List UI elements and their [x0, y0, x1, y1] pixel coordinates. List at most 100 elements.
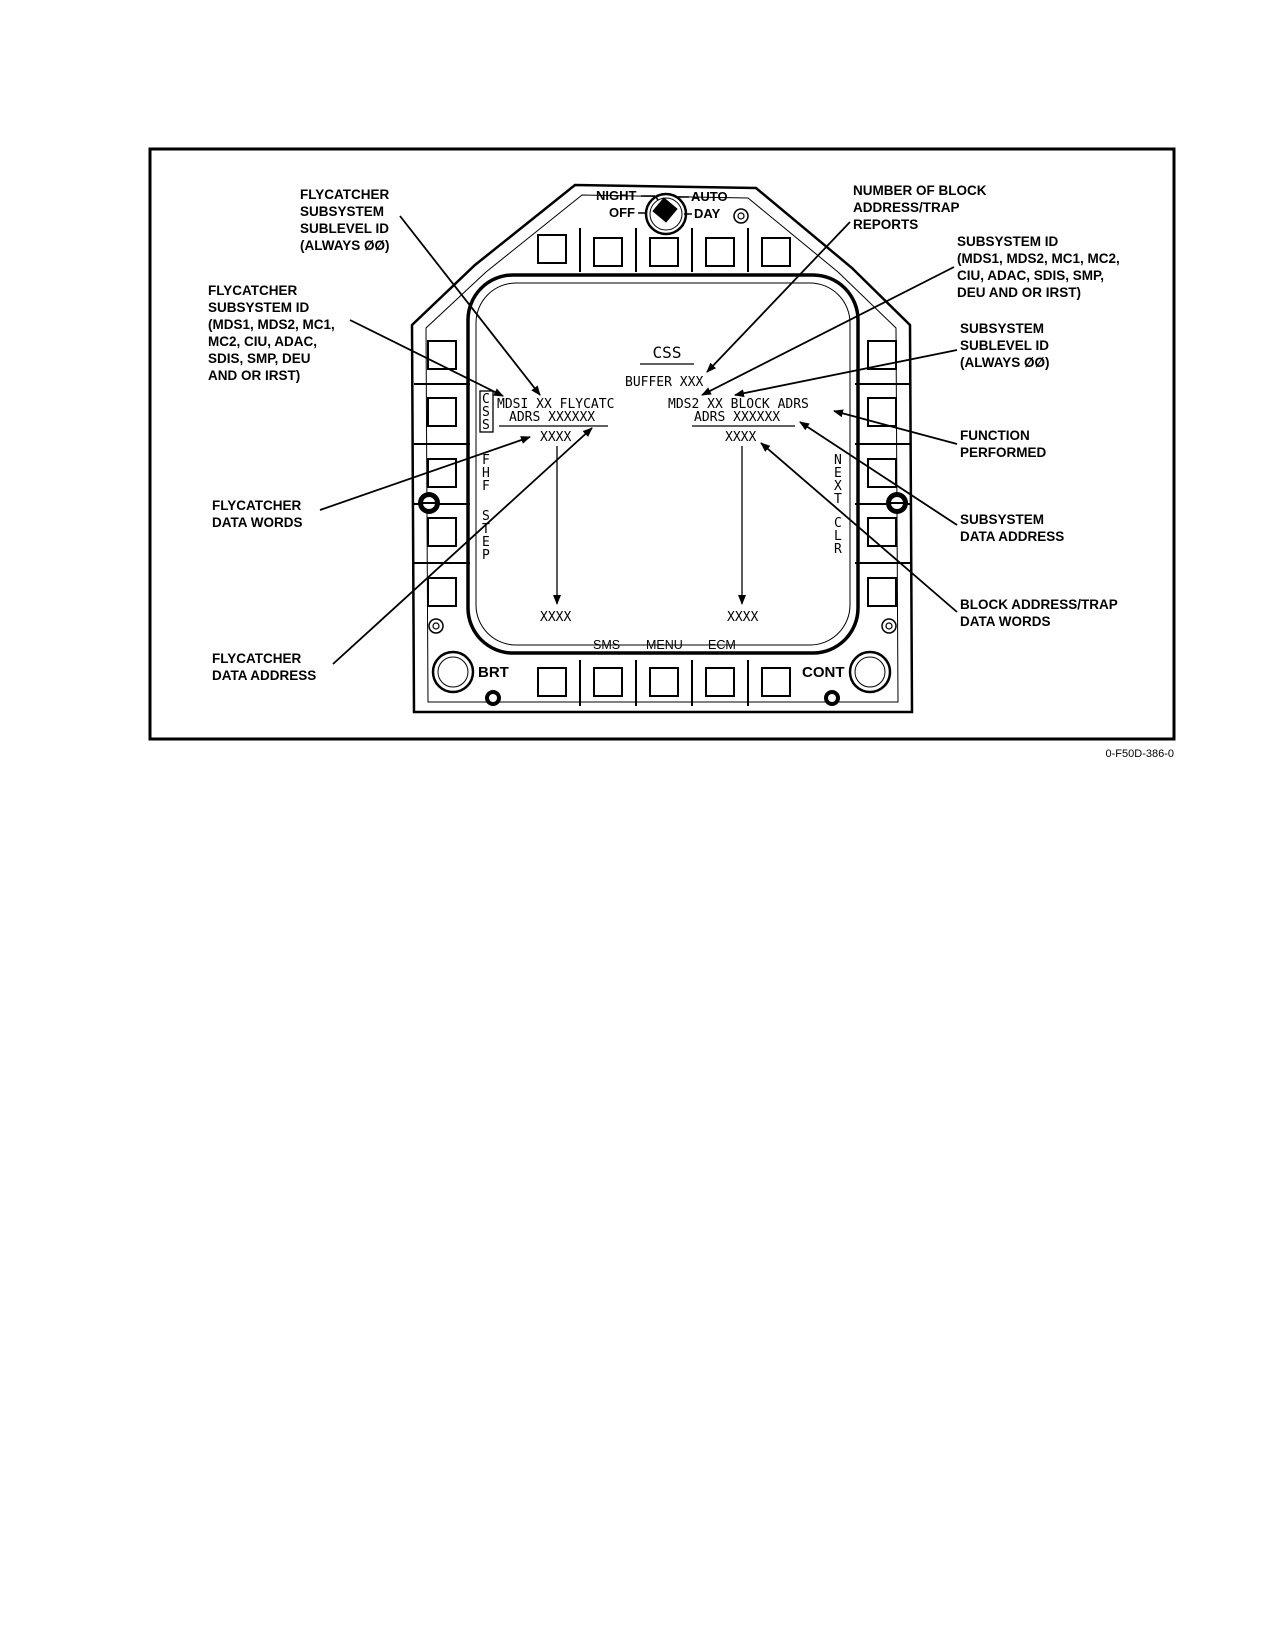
bottom-pushbutton-menu[interactable] — [649, 667, 679, 697]
contrast-label: CONT — [802, 664, 845, 681]
svg-text:SUBLEVEL ID: SUBLEVEL ID — [300, 221, 389, 236]
svg-text:DEU AND OR IRST): DEU AND OR IRST) — [957, 285, 1081, 300]
bezel-rib — [851, 267, 911, 326]
right-pushbutton-1[interactable] — [867, 340, 897, 370]
bottom-pushbutton-5[interactable] — [761, 667, 791, 697]
left-legend-f2: F — [482, 479, 490, 494]
top-button-row — [537, 228, 791, 272]
left-header-line: MDSI XX FLYCATC — [497, 397, 614, 412]
svg-text:FUNCTION: FUNCTION — [960, 428, 1030, 443]
figure-frame — [148, 147, 1176, 741]
svg-text:(MDS1, MDS2, MC1, MC2,: (MDS1, MDS2, MC1, MC2, — [957, 251, 1120, 266]
left-pushbutton-5[interactable] — [427, 577, 457, 607]
callout-subsystem-sublevel: SUBSYSTEM SUBLEVEL ID (ALWAYS ØØ) — [960, 321, 1050, 370]
left-legend-s3: S — [482, 509, 490, 524]
right-address-line: ADRS XXXXXX — [694, 410, 780, 425]
display-screen — [466, 273, 860, 655]
svg-text:FLYCATCHER: FLYCATCHER — [208, 283, 298, 298]
left-legend-c: C — [482, 392, 490, 407]
knob-label-auto: AUTO — [691, 189, 728, 204]
contrast-knob[interactable] — [848, 650, 892, 694]
right-legend-c: C — [834, 516, 842, 531]
bottom-label-sms: SMS — [593, 638, 620, 652]
bottom-pushbutton-ecm[interactable] — [705, 667, 735, 697]
svg-text:SUBSYSTEM ID: SUBSYSTEM ID — [957, 234, 1059, 249]
leader-fc-sublevel — [399, 215, 541, 396]
right-pushbutton-5[interactable] — [867, 577, 897, 607]
svg-text:(MDS1, MDS2, MC1,: (MDS1, MDS2, MC1, — [208, 317, 335, 332]
knob-label-day: DAY — [694, 206, 721, 221]
top-pushbutton-4[interactable] — [705, 237, 735, 267]
right-data-word-bottom: XXXX — [727, 610, 758, 625]
right-header-line: MDS2 XX BLOCK ADRS — [668, 397, 809, 412]
right-legend-t: T — [834, 492, 842, 507]
top-pushbutton-3[interactable] — [649, 237, 679, 267]
svg-text:REPORTS: REPORTS — [853, 217, 918, 232]
bezel-inner-outline — [425, 194, 899, 703]
bottom-label-ecm: ECM — [708, 638, 736, 652]
svg-text:FLYCATCHER: FLYCATCHER — [300, 187, 390, 202]
left-pushbutton-4[interactable] — [427, 517, 457, 547]
svg-text:DATA WORDS: DATA WORDS — [212, 515, 303, 530]
right-pushbutton-3[interactable] — [867, 458, 897, 488]
leader-block-trap-words — [760, 442, 958, 613]
svg-text:(ALWAYS ØØ): (ALWAYS ØØ) — [300, 238, 390, 253]
left-legend-e: E — [482, 535, 490, 550]
right-pushbutton-4[interactable] — [867, 517, 897, 547]
leader-num-block — [706, 221, 851, 373]
top-pushbutton-1[interactable] — [537, 234, 567, 264]
left-legend-s1: S — [482, 405, 490, 420]
right-legend-x: X — [834, 479, 842, 494]
knob-label-night: NIGHT — [596, 188, 637, 203]
left-data-word-top: XXXX — [540, 430, 571, 445]
left-pushbutton-3[interactable] — [427, 458, 457, 488]
svg-text:(ALWAYS ØØ): (ALWAYS ØØ) — [960, 355, 1050, 370]
display-screen-inner — [475, 282, 851, 646]
top-pushbutton-2[interactable] — [593, 237, 623, 267]
left-lower-screw-icon — [428, 618, 444, 634]
callout-fc-sublevel: FLYCATCHER SUBSYSTEM SUBLEVEL ID (ALWAYS… — [300, 187, 390, 253]
svg-text:DATA WORDS: DATA WORDS — [960, 614, 1051, 629]
svg-text:SUBSYSTEM: SUBSYSTEM — [960, 512, 1044, 527]
svg-text:FLYCATCHER: FLYCATCHER — [212, 651, 302, 666]
left-legend-s2: S — [482, 418, 490, 433]
svg-text:BLOCK ADDRESS/TRAP: BLOCK ADDRESS/TRAP — [960, 597, 1118, 612]
bottom-pushbutton-1[interactable] — [537, 667, 567, 697]
leader-subsystem-data-address — [799, 421, 958, 526]
svg-text:SUBSYSTEM ID: SUBSYSTEM ID — [208, 300, 310, 315]
left-screw-icon — [418, 492, 440, 514]
right-legend-e: E — [834, 466, 842, 481]
callout-block-trap-words: BLOCK ADDRESS/TRAP DATA WORDS — [960, 597, 1118, 629]
brightness-knob[interactable] — [431, 650, 475, 694]
left-pushbutton-2[interactable] — [427, 397, 457, 427]
right-legend-r: R — [834, 542, 842, 557]
svg-text:FLYCATCHER: FLYCATCHER — [212, 498, 302, 513]
light-sensor-icon — [733, 208, 749, 224]
figure-id: 0-F50D-386-0 — [1106, 748, 1174, 760]
left-legend-p: P — [482, 548, 490, 563]
bottom-pushbutton-sms[interactable] — [593, 667, 623, 697]
leader-fc-subsystem — [349, 319, 504, 397]
callout-fc-subsystem: FLYCATCHER SUBSYSTEM ID (MDS1, MDS2, MC1… — [208, 283, 335, 383]
screen-title: CSS — [653, 343, 682, 362]
right-button-column — [855, 340, 910, 607]
knob-label-off: OFF — [609, 205, 635, 220]
svg-text:ADDRESS/TRAP: ADDRESS/TRAP — [853, 200, 960, 215]
mode-knob[interactable] — [644, 192, 688, 236]
bottom-button-row — [537, 660, 791, 706]
left-address-line: ADRS XXXXXX — [509, 410, 595, 425]
svg-text:MC2, CIU, ADAC,: MC2, CIU, ADAC, — [208, 334, 317, 349]
leader-fc-data-address — [332, 427, 593, 665]
left-pushbutton-1[interactable] — [427, 340, 457, 370]
callout-function-performed: FUNCTION PERFORMED — [960, 428, 1047, 460]
leader-function-performed — [833, 409, 958, 445]
bottom-left-screw-icon — [485, 690, 501, 706]
svg-text:SUBLEVEL ID: SUBLEVEL ID — [960, 338, 1049, 353]
left-data-word-bottom: XXXX — [540, 610, 571, 625]
left-legend-h: H — [482, 466, 490, 481]
svg-text:AND OR IRST): AND OR IRST) — [208, 368, 300, 383]
left-button-column — [414, 340, 470, 607]
buffer-readout: BUFFER XXX — [625, 375, 703, 390]
top-pushbutton-5[interactable] — [761, 237, 791, 267]
